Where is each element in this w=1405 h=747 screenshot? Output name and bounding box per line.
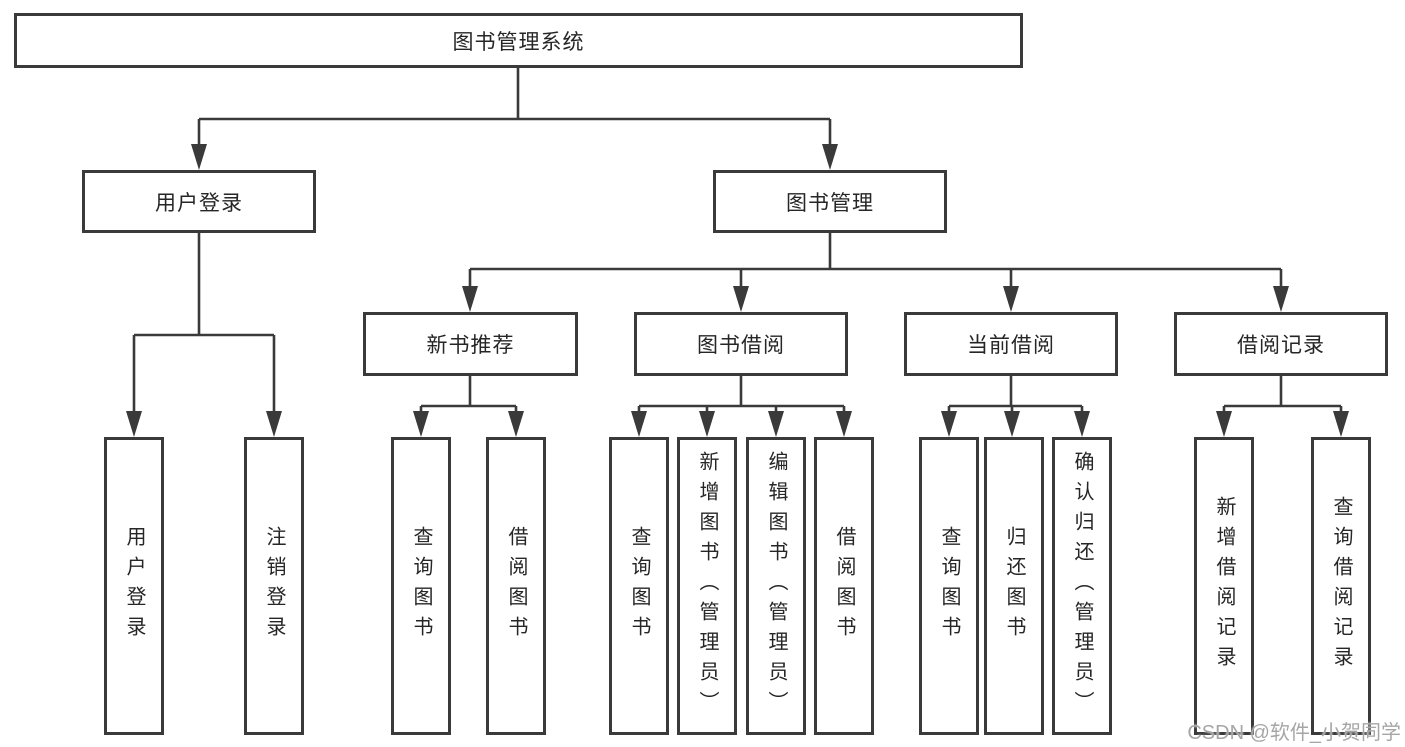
node-current-borrowing: 当前借阅 [904,312,1118,376]
leaf-query-books: 查询图书 [919,437,979,735]
node-label: 借阅图书 [505,526,527,646]
connector-user-login [132,233,276,417]
node-label: 新书推荐 [426,334,515,357]
node-label: 图书借阅 [697,334,785,357]
node-library-management-system: 图书管理系统 [14,13,1023,68]
leaf-add-books-admin: 新增图书（管理员） [677,437,737,735]
arrowhead [508,411,524,437]
arrowhead [1333,411,1349,437]
arrowhead [266,411,282,437]
leaf-query-borrow-record: 查询借阅记录 [1311,437,1371,735]
arrowhead [1074,411,1090,437]
leaf-edit-books-admin: 编辑图书（管理员） [746,437,806,735]
arrowhead [462,286,478,312]
node-label: 借阅图书 [833,526,855,646]
connector-new-book-recommend [419,376,518,417]
node-borrowing-records: 借阅记录 [1174,312,1388,376]
leaf-query-books: 查询图书 [609,437,669,735]
arrowhead [1273,286,1289,312]
leaf-borrow-books: 借阅图书 [814,437,874,735]
connector-current-borrowing [947,376,1084,417]
node-label: 编辑图书（管理员） [765,451,787,721]
node-label: 查询图书 [938,526,960,646]
connector-book-management [468,233,1283,292]
arrowhead [768,411,784,437]
connector-root [197,68,832,150]
arrowhead [836,411,852,437]
node-label: 归还图书 [1003,526,1025,646]
node-label: 新增借阅记录 [1213,496,1235,676]
leaf-confirm-return-admin: 确认归还（管理员） [1052,437,1112,735]
leaf-borrow-books: 借阅图书 [486,437,546,735]
node-label: 确认归还（管理员） [1071,451,1093,721]
connector-borrowing-records [1222,376,1343,417]
arrowhead [413,411,429,437]
node-label: 查询借阅记录 [1330,496,1352,676]
arrowhead [699,411,715,437]
node-label: 借阅记录 [1237,334,1325,357]
arrowhead [1216,411,1232,437]
arrowhead [822,144,838,170]
arrowhead [1004,411,1020,437]
node-label: 注销登录 [263,526,285,646]
leaf-query-books: 查询图书 [391,437,451,735]
leaf-return-books: 归还图书 [984,437,1044,735]
node-label: 查询图书 [628,526,650,646]
leaf-user-login: 用户登录 [104,437,164,735]
leaf-logout: 注销登录 [244,437,304,735]
node-label: 图书管理系统 [452,30,585,54]
connector-book-borrowing [637,376,846,417]
node-book-management: 图书管理 [713,170,947,233]
arrowhead [941,411,957,437]
arrowhead [191,144,207,170]
arrowhead [126,411,142,437]
arrowhead [1003,286,1019,312]
node-label: 用户登录 [123,526,145,646]
node-label: 图书管理 [786,191,874,215]
leaf-add-borrow-record: 新增借阅记录 [1194,437,1254,735]
node-user-login: 用户登录 [82,170,316,233]
node-label: 查询图书 [410,526,432,646]
node-label: 新增图书（管理员） [696,451,718,721]
node-new-book-recommend: 新书推荐 [363,312,578,376]
node-label: 当前借阅 [967,334,1055,357]
arrowhead [631,411,647,437]
csdn-watermark: CSDN @软件_小贺同学 [1187,722,1401,744]
arrowhead [733,286,749,312]
node-label: 用户登录 [155,191,243,215]
node-book-borrowing: 图书借阅 [634,312,848,376]
